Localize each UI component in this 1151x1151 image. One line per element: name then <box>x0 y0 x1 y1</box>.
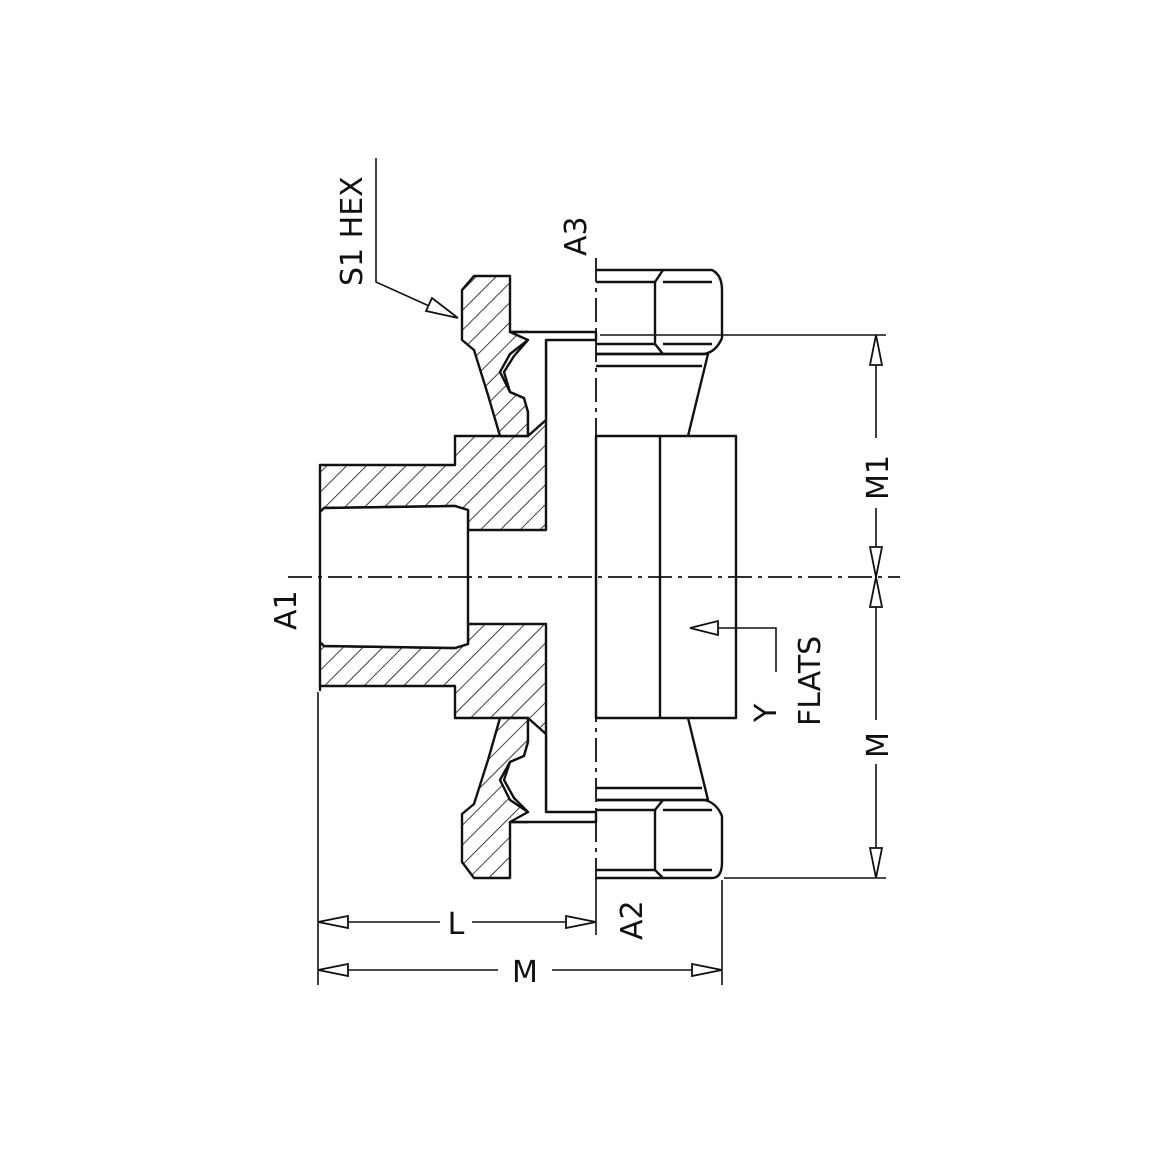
label-s1-hex: S1 HEX <box>335 176 370 286</box>
label-m-bottom: M <box>512 955 538 990</box>
label-m-right: M <box>861 732 896 758</box>
dimension-lines <box>317 334 886 985</box>
label-m1: M1 <box>861 455 896 500</box>
label-l: L <box>448 907 465 942</box>
label-a3: A3 <box>559 216 594 256</box>
body-section <box>318 338 548 814</box>
labels: S1 HEX A3 A1 A2 L M M1 M Y FLATS <box>269 176 896 990</box>
lower-nut-section <box>460 716 598 880</box>
label-y: Y <box>749 703 784 723</box>
center-lines <box>288 258 900 880</box>
leader-lines <box>375 158 777 672</box>
label-flats: FLATS <box>793 636 828 726</box>
outside-view <box>594 268 738 880</box>
label-a1: A1 <box>269 590 304 630</box>
label-a2: A2 <box>615 900 650 940</box>
upper-nut-section <box>460 274 598 438</box>
